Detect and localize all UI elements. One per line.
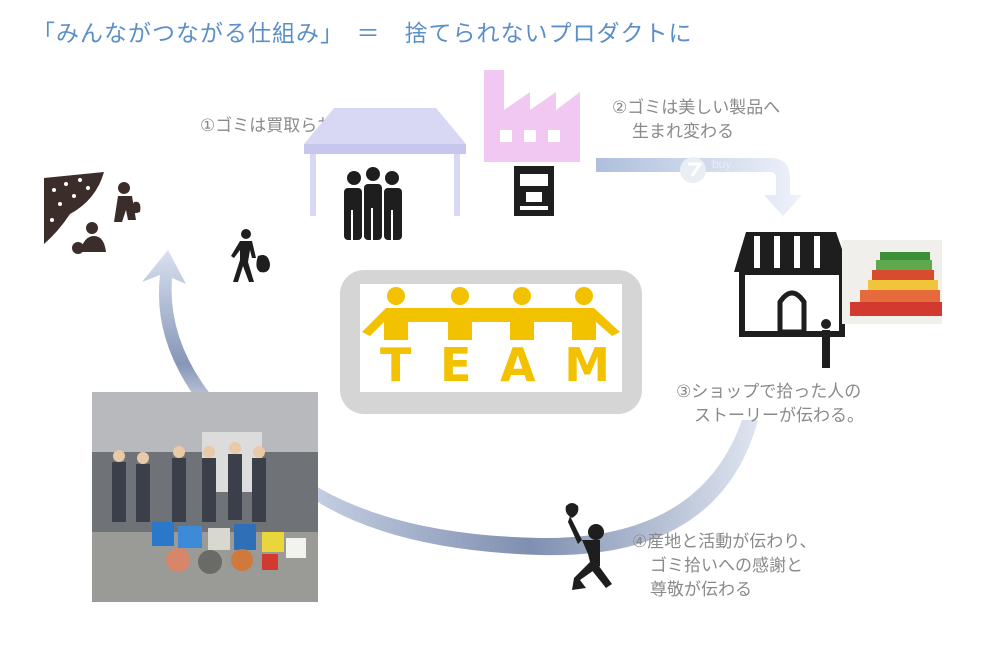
machine-icon <box>514 166 554 216</box>
factory-icon <box>484 70 580 162</box>
step-2-label-line1: ②ゴミは美しい製品へ <box>612 98 781 118</box>
tent-icon <box>304 108 466 216</box>
step-2-label-line2: 生まれ変わる <box>632 122 734 142</box>
buy-logo-text: buy <box>712 157 731 171</box>
team-wordmark: T E A M <box>380 338 610 392</box>
trash-pile-icon <box>44 172 141 254</box>
cheering-person-icon <box>565 503 612 590</box>
team-people-icon <box>362 287 620 340</box>
team-letter: T <box>380 338 412 392</box>
step-4-label-line3: 尊敬が伝わる <box>650 580 752 600</box>
step-4-label-line2: ゴミ拾いへの感謝と <box>650 556 803 576</box>
step-4-label-line1: ④産地と活動が伝わり、 <box>632 532 817 552</box>
step-3-label-line2: ストーリーが伝わる。 <box>694 406 864 426</box>
step-3-label-line1: ③ショップで拾った人の <box>676 382 862 402</box>
people-group-icon <box>344 167 402 240</box>
team-letter: M <box>564 338 610 392</box>
buy-logo: buy <box>680 157 731 183</box>
shop-icon <box>734 232 850 368</box>
team-letter: A <box>500 338 536 392</box>
team-letter: E <box>439 338 472 392</box>
arrow-left <box>142 250 246 440</box>
person-with-bag-icon <box>231 229 270 282</box>
step-1-label: ①ゴミは買取られる <box>200 116 352 136</box>
volunteers-group-photo <box>92 392 318 602</box>
page-title: 「みんながつながる仕組み」 ＝ 捨てられないプロダクトに <box>32 21 693 47</box>
tray-products-photo <box>842 240 942 324</box>
